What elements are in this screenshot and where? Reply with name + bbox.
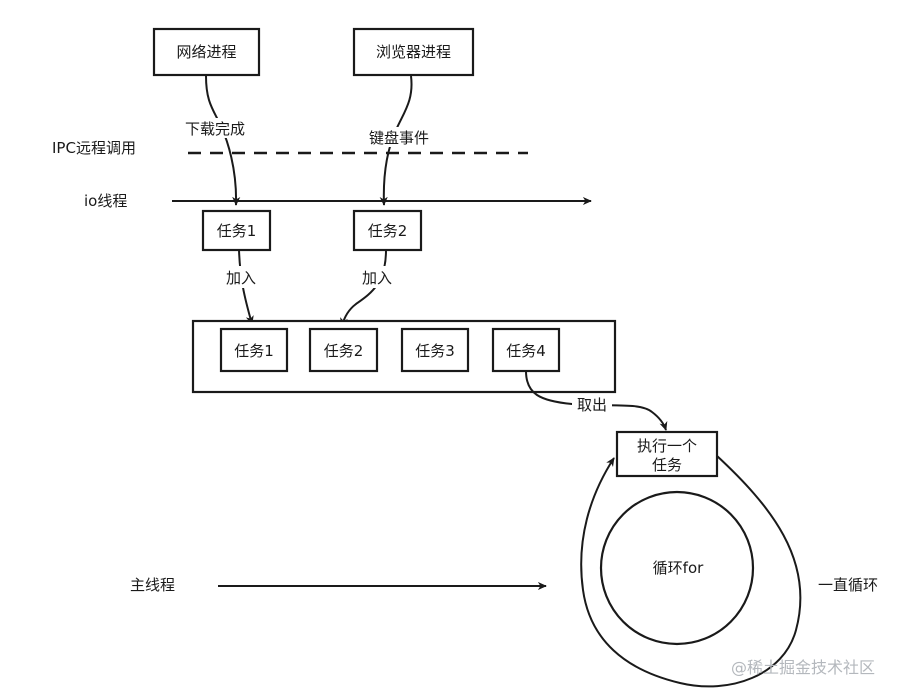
- io-task-2: 任务2: [352, 209, 423, 252]
- network-process-label: 网络进程: [176, 43, 236, 61]
- keyboard-event-backing: [363, 127, 435, 147]
- execute-task-line1: 执行一个: [637, 437, 697, 455]
- take-out-label: 取出: [577, 396, 607, 414]
- ipc-label: IPC远程调用: [52, 139, 136, 157]
- always-loop-label: 一直循环: [818, 576, 878, 594]
- keyboard-event-label: 键盘事件: [369, 129, 429, 147]
- queue-task-1: 任务1: [219, 327, 289, 373]
- browser-process-node: 浏览器进程: [352, 27, 475, 77]
- loop-circle: [599, 490, 755, 646]
- queue-task-3: 任务3: [400, 327, 470, 373]
- network-to-task1-arrow: [205, 75, 241, 206]
- io-task-1: 任务1: [201, 209, 272, 252]
- queue-task-2: 任务2: [308, 327, 379, 373]
- take-out-arrow: [525, 370, 668, 431]
- watermark: @稀土掘金技术社区: [731, 658, 875, 677]
- main-thread-label: 主线程: [130, 576, 175, 594]
- queue-task-4: 任务4: [491, 327, 561, 373]
- execute-task-line2: 任务: [652, 456, 682, 474]
- execute-task-node: 执行一个 任务: [615, 430, 719, 478]
- browser-process-label: 浏览器进程: [376, 43, 451, 61]
- download-done-backing: [180, 118, 250, 138]
- loop-label: 循环for: [653, 559, 704, 577]
- join-label-1: 加入: [226, 269, 256, 287]
- loop-cycle-arrow: [580, 454, 802, 688]
- io-thread-label: io线程: [84, 192, 127, 210]
- queue-task-1-label: 任务1: [234, 342, 274, 360]
- io-task-1-label: 任务1: [217, 222, 257, 240]
- download-done-label: 下载完成: [185, 120, 245, 138]
- queue-task-4-label: 任务4: [506, 342, 546, 360]
- join-2-backing: [358, 266, 396, 288]
- io-task-2-label: 任务2: [368, 222, 408, 240]
- queue-task-2-label: 任务2: [324, 342, 364, 360]
- queue-task-3-label: 任务3: [415, 342, 455, 360]
- join-label-2: 加入: [362, 269, 392, 287]
- network-process-node: 网络进程: [152, 27, 261, 77]
- take-out-backing: [572, 394, 612, 416]
- join-1-backing: [222, 266, 260, 288]
